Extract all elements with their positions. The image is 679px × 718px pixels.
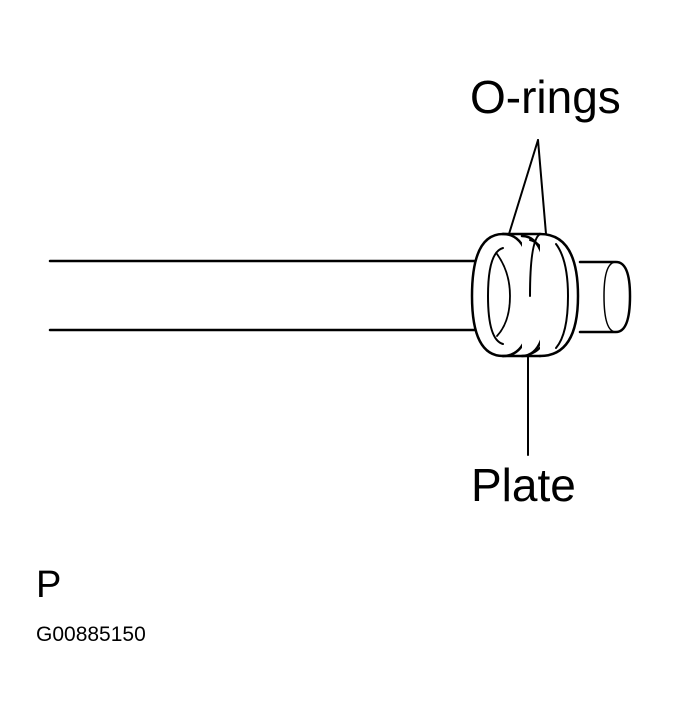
o-ring-front (470, 232, 534, 358)
plate-label: Plate (471, 459, 576, 511)
o-ring-leader-left (508, 139, 539, 235)
o-ring-rear (529, 232, 580, 358)
figure-code: G00885150 (36, 623, 146, 646)
o-ring-leader-right (537, 139, 547, 235)
pipe (48, 259, 486, 332)
view-letter: P (36, 564, 62, 606)
o-rings-label: O-rings (470, 71, 621, 123)
pipe-end (578, 260, 632, 334)
o-rings-leader (508, 139, 547, 235)
